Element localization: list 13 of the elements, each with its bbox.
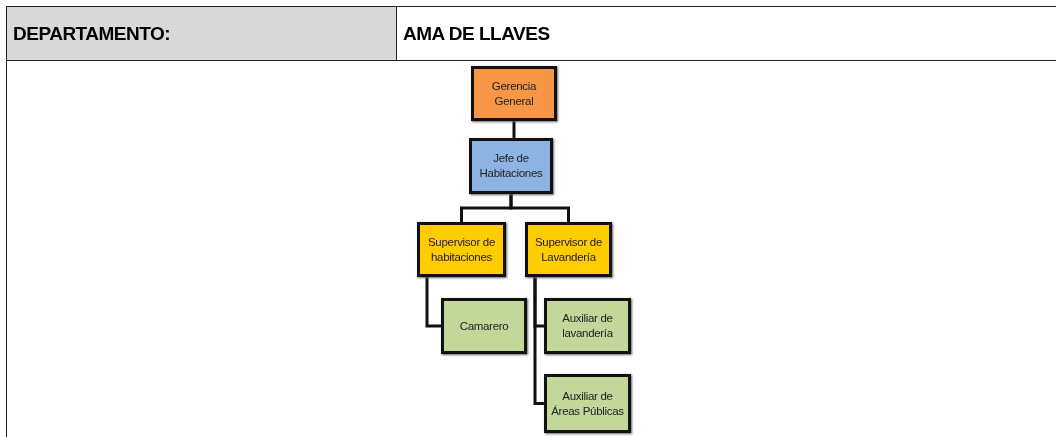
connector-line	[533, 277, 544, 405]
connector-line	[512, 121, 516, 138]
org-box: Supervisor de habitaciones	[417, 222, 506, 277]
org-box: Auxiliar de lavandería	[544, 298, 631, 354]
org-box: Auxiliar de Áreas Públicas	[544, 374, 631, 433]
org-box: Jefe de Habitaciones	[469, 138, 553, 194]
header-label: DEPARTAMENTO:	[6, 6, 397, 61]
header-value: AMA DE LLAVES	[396, 6, 1056, 61]
org-box: Camarero	[441, 298, 527, 354]
org-box: Supervisor de Lavandería	[525, 222, 612, 277]
connector-line	[509, 194, 570, 222]
connector-line	[425, 277, 441, 328]
org-box: Gerencia General	[471, 66, 557, 121]
